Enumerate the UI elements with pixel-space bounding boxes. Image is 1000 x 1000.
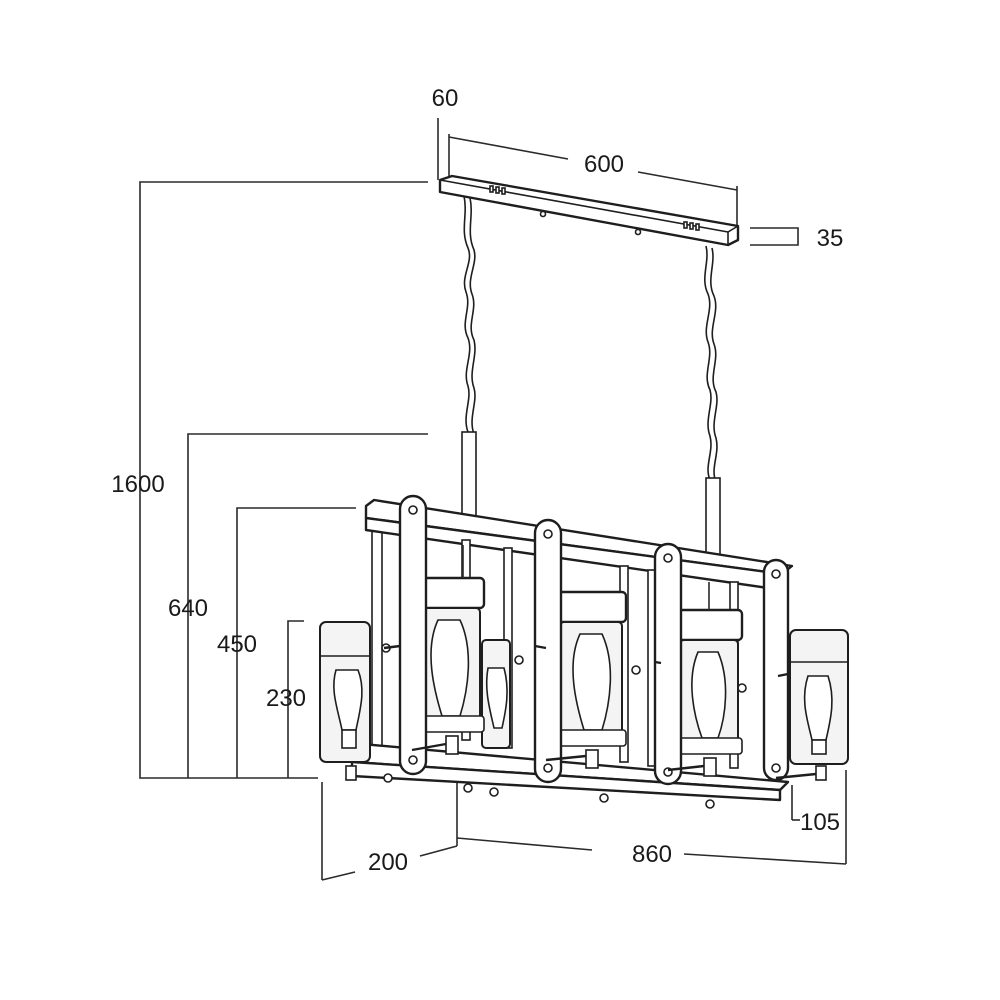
shade-height-label: 230	[266, 685, 306, 712]
canopy-length-label: 600	[584, 151, 624, 178]
shade-front-center	[551, 590, 628, 769]
overall-drop-label: 1600	[111, 471, 164, 498]
frame-depth-label: 200	[368, 849, 408, 876]
frame-length-label: 860	[632, 841, 672, 868]
dimension-lines	[139, 118, 847, 881]
shade-far-left	[319, 621, 371, 781]
shade-front-right	[673, 582, 744, 777]
canopy-height-label: 35	[817, 225, 844, 252]
min-drop-label: 640	[168, 595, 208, 622]
suspension-chains	[461, 195, 721, 559]
dimension-labels: 60 600 35 1600 640 450 230 200 860 105	[111, 85, 843, 876]
shade-back	[481, 639, 511, 749]
shade-far-right	[789, 629, 849, 781]
shade-diameter-label: 105	[800, 809, 840, 836]
ceiling-canopy	[438, 174, 740, 247]
canopy-depth-label: 60	[432, 85, 459, 112]
frame-height-label: 450	[217, 631, 257, 658]
front-panels	[383, 494, 817, 786]
